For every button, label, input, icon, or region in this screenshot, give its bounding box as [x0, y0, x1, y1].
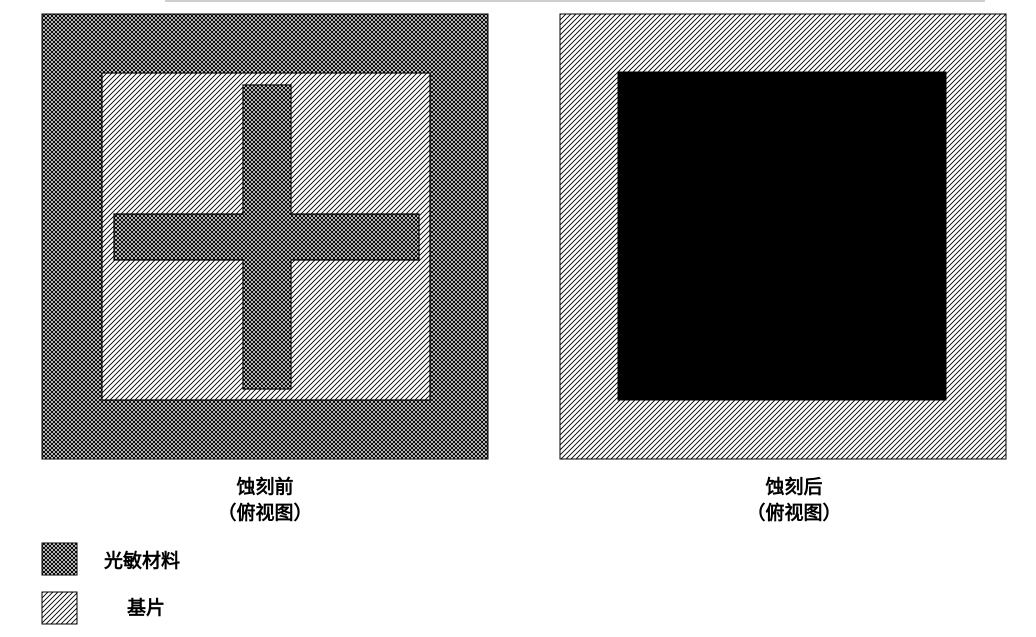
before-caption-title: 蚀刻前 [235, 475, 293, 498]
before-caption-view: （俯视图） [217, 501, 312, 524]
legend-swatch-photoresist [41, 542, 78, 576]
after-caption-view: （俯视图） [746, 501, 841, 524]
panel-after-etching: 蚀刻后 （俯视图） [559, 13, 1007, 524]
legend-swatch-substrate [41, 591, 78, 625]
legend-label-photoresist: 光敏材料 [103, 549, 180, 572]
after-caption-title: 蚀刻后 [764, 475, 822, 498]
panel-before-etching: 蚀刻前 （俯视图） [41, 13, 489, 524]
legend-label-substrate: 基片 [126, 596, 165, 619]
after-etched-region [617, 71, 947, 401]
before-cross-photoresist [113, 84, 420, 390]
legend: 光敏材料 基片 [41, 542, 180, 625]
